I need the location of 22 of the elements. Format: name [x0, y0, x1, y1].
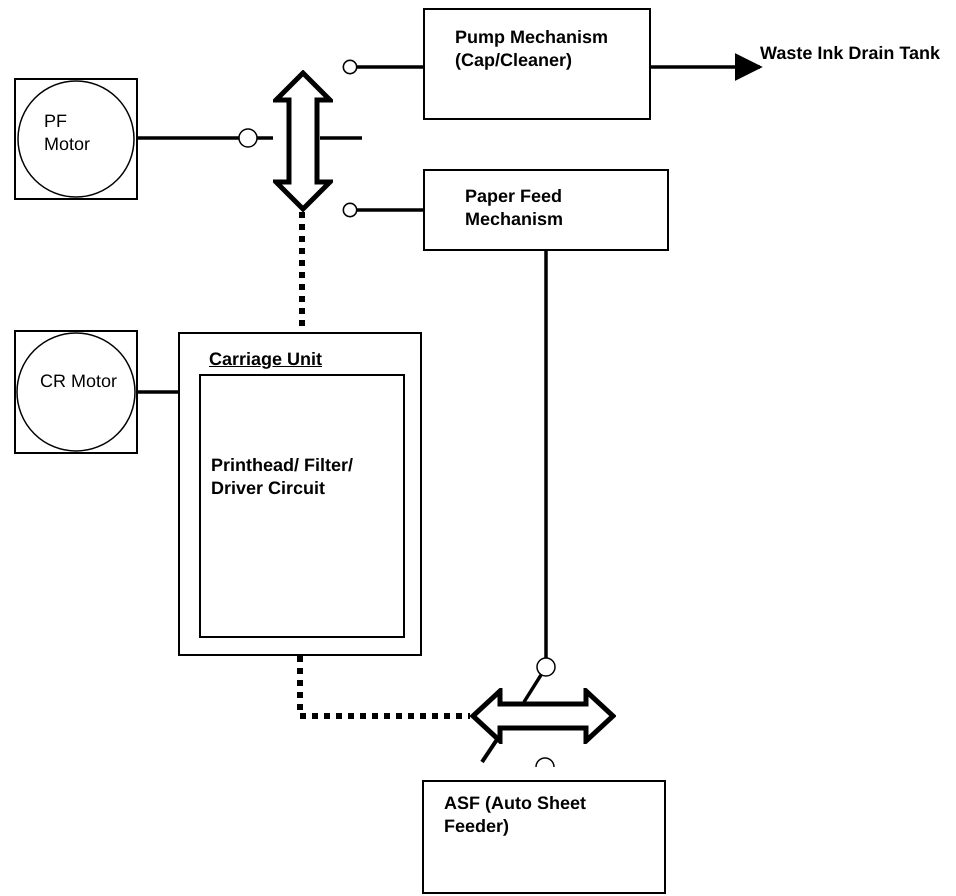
block-box [423, 169, 669, 251]
connector-line [138, 390, 178, 394]
arrow [651, 53, 763, 81]
block-title: ASF (Auto Sheet Feeder) [444, 792, 587, 838]
block-title: Pump Mechanism (Cap/Cleaner) [455, 26, 610, 72]
block-title: CR Motor [40, 370, 118, 393]
connector-line [342, 202, 423, 218]
block-box [178, 332, 422, 656]
motor-box [14, 330, 138, 454]
block-title: Carriage Unit [209, 348, 324, 371]
connector-line [342, 60, 423, 74]
motor-box [14, 78, 138, 200]
connector-line [522, 251, 548, 703]
block-title: PF Motor [44, 110, 92, 156]
connector-line [138, 136, 273, 140]
block-box [423, 8, 651, 120]
block-title: Paper Feed Mechanism [465, 185, 564, 232]
block-label: Waste Ink Drain Tank [760, 42, 942, 65]
block-title: Printhead/ Filter/ Driver Circuit [211, 454, 354, 500]
block-box [422, 780, 666, 894]
block-box [199, 374, 405, 638]
dotted-link [297, 656, 470, 719]
